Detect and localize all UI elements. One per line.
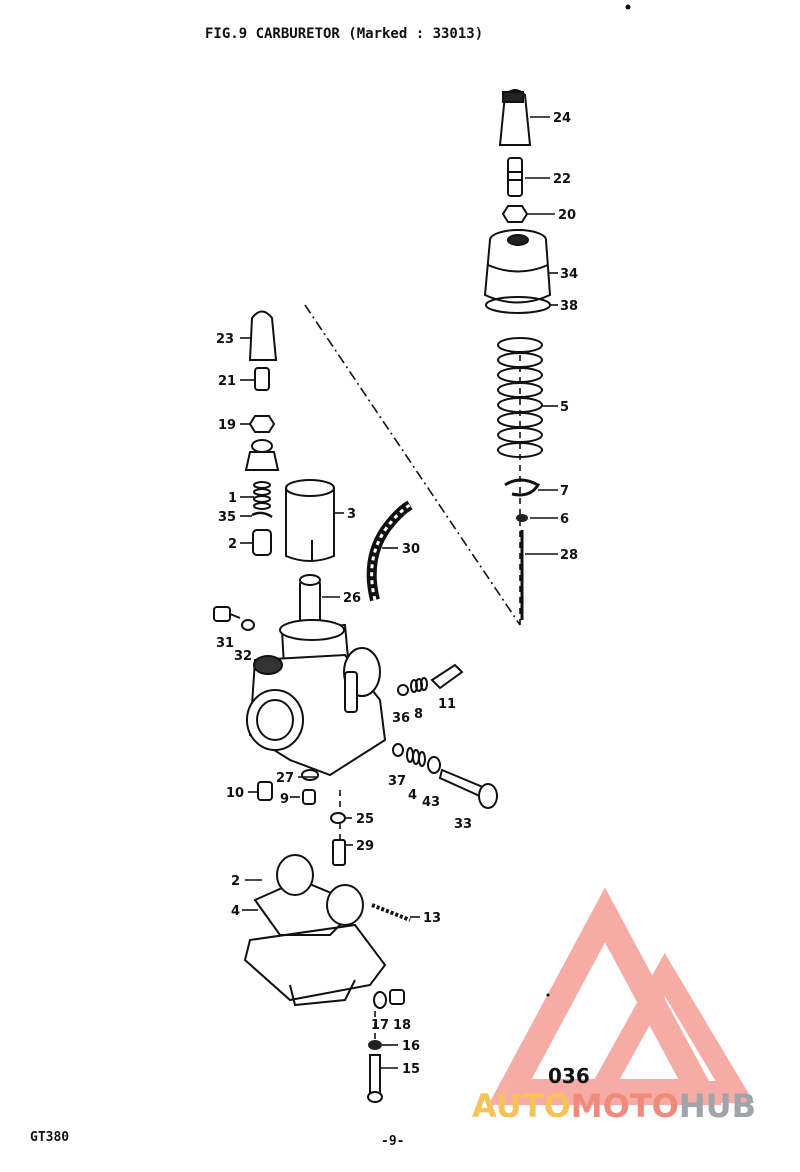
top-cap-part-34 xyxy=(483,229,552,304)
callout-9: 9 xyxy=(280,792,289,807)
washer-part-25 xyxy=(330,812,346,824)
callout-34: 34 xyxy=(560,267,578,282)
washer-part-43 xyxy=(427,756,441,774)
callout-27: 27 xyxy=(276,771,294,786)
callout-35: 35 xyxy=(218,510,236,525)
watermark-text: AUTOMOTOHUB xyxy=(472,1087,756,1125)
callout-1: 1 xyxy=(228,491,237,506)
ring-part-6 xyxy=(516,514,528,522)
adjuster-part-22 xyxy=(507,157,523,197)
callout-7: 7 xyxy=(560,484,569,499)
callout-22: 22 xyxy=(553,172,571,187)
ring-part-37 xyxy=(392,743,404,757)
plug-part-18 xyxy=(389,989,405,1005)
nut-part-19 xyxy=(248,415,276,433)
spring-part-1 xyxy=(253,481,271,510)
callout-17: 17 xyxy=(371,1018,389,1033)
callout-15: 15 xyxy=(402,1062,420,1077)
page-stamp: 036 xyxy=(548,1064,590,1088)
ring-part-36 xyxy=(397,684,409,696)
callout-26: 26 xyxy=(343,591,361,606)
callout-2-lower: 2 xyxy=(231,874,240,889)
nut-part-20 xyxy=(501,205,529,223)
spring-part-5 xyxy=(497,337,543,458)
watermark-part-3: HUB xyxy=(678,1087,757,1125)
plunger-part-2 xyxy=(252,529,272,556)
callout-18: 18 xyxy=(393,1018,411,1033)
pin-part-13 xyxy=(371,903,411,922)
callout-13: 13 xyxy=(423,911,441,926)
watermark-part-1: AUTO xyxy=(472,1087,571,1125)
callout-37: 37 xyxy=(388,774,406,789)
carburetor-body xyxy=(246,574,387,777)
bolt-part-15 xyxy=(367,1054,383,1103)
clip-part-35 xyxy=(251,511,273,519)
callout-30: 30 xyxy=(402,542,420,557)
spring-part-4 xyxy=(406,747,426,767)
float-bowl xyxy=(243,854,387,1007)
callout-25: 25 xyxy=(356,812,374,827)
clip-part-7 xyxy=(504,478,541,497)
callout-19: 19 xyxy=(218,418,236,433)
jet-part-9 xyxy=(302,789,316,805)
throttle-valve-part-3 xyxy=(285,479,335,562)
leader-lines xyxy=(240,116,558,1069)
cap-part-23 xyxy=(248,310,278,361)
callout-8: 8 xyxy=(414,707,423,722)
callout-38: 38 xyxy=(560,299,578,314)
adjuster-part-21 xyxy=(254,367,270,391)
page-number: -9- xyxy=(381,1134,405,1149)
figure-title: FIG.9 CARBURETOR (Marked : 33013) xyxy=(205,26,484,42)
callout-24: 24 xyxy=(553,111,571,126)
callout-21: 21 xyxy=(218,374,236,389)
callout-4-lower: 4 xyxy=(231,904,240,919)
callouts: 24 22 20 34 38 5 7 6 28 23 21 19 1 35 2 … xyxy=(216,111,578,1077)
screw-part-33 xyxy=(438,768,498,809)
callout-36: 36 xyxy=(392,711,410,726)
washer-part-16 xyxy=(368,1040,382,1050)
spring-part-8 xyxy=(410,677,428,693)
cap-part-24 xyxy=(498,89,532,146)
callout-33: 33 xyxy=(454,817,472,832)
model-label: GT380 xyxy=(30,1130,70,1145)
ring-part-27 xyxy=(301,769,319,781)
callout-11: 11 xyxy=(438,697,456,712)
valve-part-29 xyxy=(332,839,346,866)
callout-10: 10 xyxy=(226,786,244,801)
callout-20: 20 xyxy=(558,208,576,223)
callout-23: 23 xyxy=(216,332,234,347)
callout-43: 43 xyxy=(422,795,440,810)
callout-6: 6 xyxy=(560,512,569,527)
washer-part-32 xyxy=(241,619,255,631)
watermark-logo-icon xyxy=(488,887,755,1105)
callout-2-upper: 2 xyxy=(228,537,237,552)
callout-4: 4 xyxy=(408,788,417,803)
callout-28: 28 xyxy=(560,548,578,563)
ring-part-17 xyxy=(373,991,387,1009)
screw-part-31 xyxy=(213,606,241,622)
guide-line xyxy=(304,304,521,626)
screw-part-11 xyxy=(430,663,464,690)
callout-31: 31 xyxy=(216,636,234,651)
callout-5: 5 xyxy=(560,400,569,415)
callout-3: 3 xyxy=(347,507,356,522)
callout-29: 29 xyxy=(356,839,374,854)
callout-32: 32 xyxy=(234,649,252,664)
jet-part-10 xyxy=(257,781,273,801)
watermark-part-2: MOTO xyxy=(570,1087,679,1125)
callout-16: 16 xyxy=(402,1039,420,1054)
starter-plunger xyxy=(244,439,280,471)
